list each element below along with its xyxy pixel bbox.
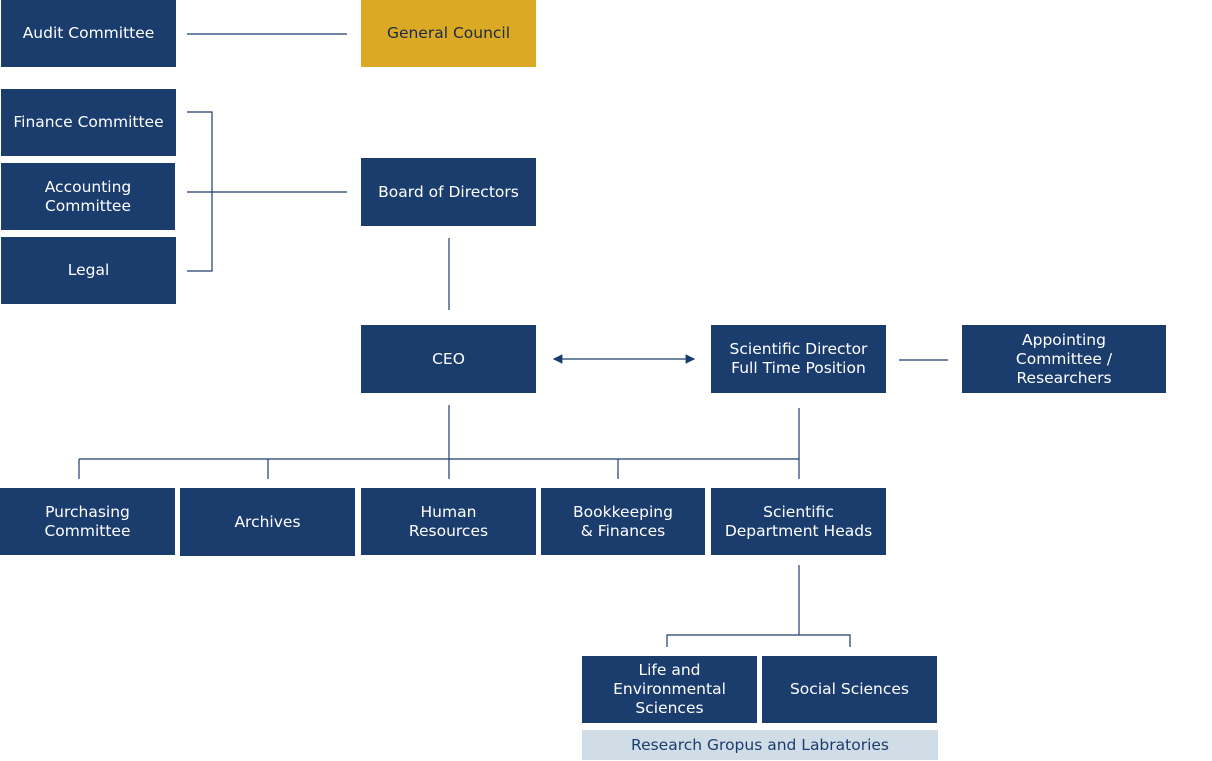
life-sciences-box: Life and Environmental Sciences — [582, 656, 757, 723]
ceo-label: CEO — [432, 349, 465, 368]
legal-box: Legal — [1, 237, 176, 304]
research-bracket — [666, 634, 851, 647]
social-sciences-label: Social Sciences — [789, 680, 910, 698]
scientific-director-label: Scientific Director Full Time Position — [729, 340, 868, 377]
general-council-label: General Council — [386, 24, 511, 42]
department-heads-label: Scientific Department Heads — [724, 502, 873, 540]
department-heads-box: Scientific Department Heads — [711, 488, 886, 555]
social-sciences-box: Social Sciences — [762, 656, 937, 723]
board-of-directors-box: Board of Directors — [361, 158, 536, 226]
accounting-committee-label: Accounting Committee — [44, 177, 132, 215]
audit-committee-box: Audit Committee — [1, 0, 176, 67]
archives-label: Archives — [234, 512, 301, 531]
appointing-committee-label: Appointing Committee / Researchers — [1015, 330, 1113, 387]
accounting-committee-box: Accounting Committee — [1, 163, 175, 230]
research-groups-label: Research Gropus and Labratories — [631, 735, 889, 754]
finance-committee-label: Finance Committee — [13, 113, 164, 131]
appointing-committee-box: Appointing Committee / Researchers — [962, 325, 1166, 393]
ceo-box: CEO — [361, 325, 536, 393]
purchasing-committee-label: Purchasing Committee — [44, 502, 131, 540]
archives-box: Archives — [180, 488, 355, 556]
research-groups-banner: Research Gropus and Labratories — [582, 730, 938, 760]
purchasing-committee-box: Purchasing Committee — [0, 488, 175, 555]
scientific-director-box: Scientific Director Full Time Position — [711, 325, 886, 393]
bookkeeping-box: Bookkeeping & Finances — [541, 488, 705, 555]
bookkeeping-label: Bookkeeping & Finances — [573, 502, 673, 540]
finance-committee-box: Finance Committee — [1, 89, 176, 156]
human-resources-label: Human Resources — [408, 502, 489, 540]
board-of-directors-label: Board of Directors — [378, 182, 519, 201]
life-sciences-label: Life and Environmental Sciences — [613, 661, 726, 717]
general-council-box: General Council — [361, 0, 536, 67]
audit-committee-label: Audit Committee — [22, 24, 155, 42]
legal-label: Legal — [67, 261, 110, 279]
human-resources-box: Human Resources — [361, 488, 536, 555]
